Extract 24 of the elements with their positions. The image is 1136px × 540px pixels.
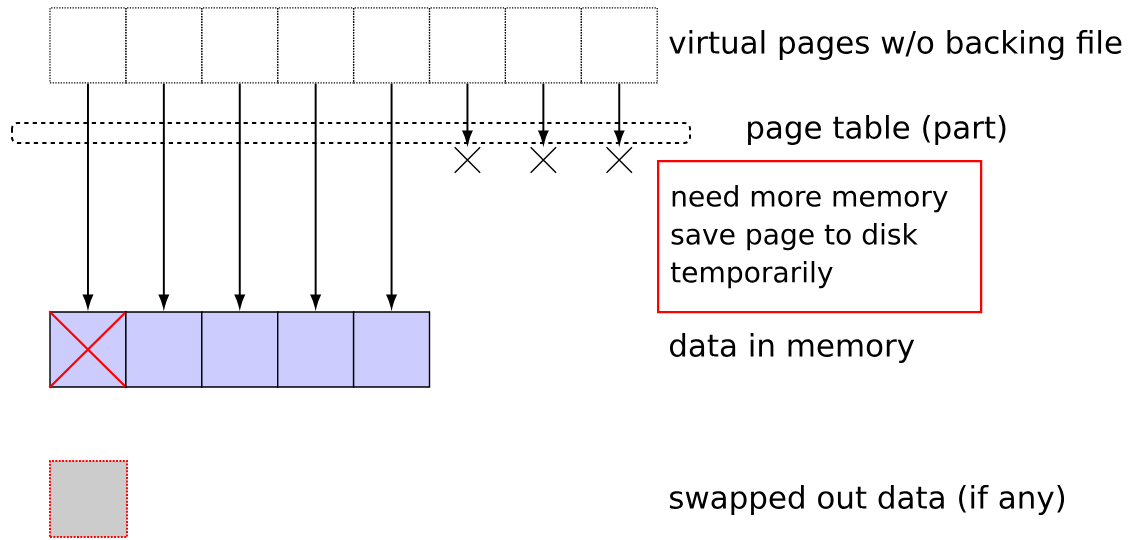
arrow xyxy=(614,82,625,144)
note-box: need more memory save page to disk temporarily xyxy=(657,160,983,314)
arrow xyxy=(82,82,93,308)
memory-cell xyxy=(352,311,431,388)
caption-text: virtual pages w/o backing file xyxy=(669,30,1122,60)
virtual-page-box xyxy=(428,7,507,84)
virtual-page-box xyxy=(125,7,203,84)
memory-cell xyxy=(48,310,128,389)
cross-mark xyxy=(605,146,633,174)
memory-cell xyxy=(201,311,279,388)
memory-cell xyxy=(125,311,203,388)
virtual-page-box xyxy=(580,7,658,84)
memory-cell xyxy=(277,311,355,388)
virtual-page-box xyxy=(504,7,582,84)
virtual-page-box xyxy=(277,7,355,84)
virtual-page-box xyxy=(49,7,127,84)
cross-mark xyxy=(529,146,557,174)
swapped-page-box xyxy=(49,460,128,538)
arrow xyxy=(158,82,169,308)
virtual-page-box xyxy=(201,7,279,84)
caption-text: swapped out data (if any) xyxy=(669,485,1065,515)
cross-mark xyxy=(454,146,481,174)
virtual-page-box xyxy=(353,7,431,84)
arrow xyxy=(234,82,245,308)
